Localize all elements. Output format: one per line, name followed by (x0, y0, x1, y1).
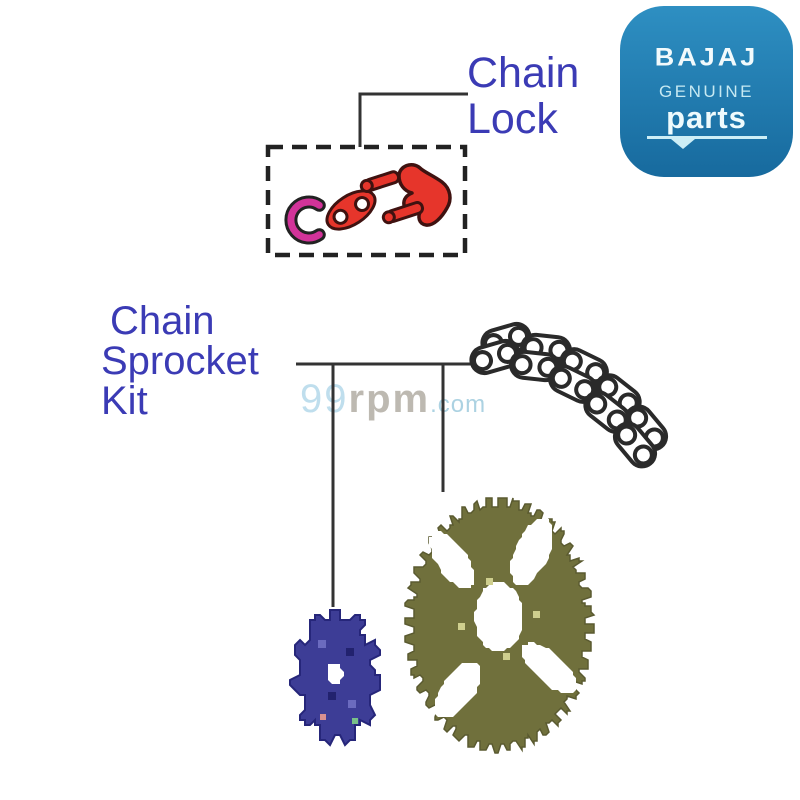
sprocket-cutout (522, 642, 576, 693)
front-sprocket-icon (289, 609, 381, 747)
chain-lock-parts (284, 163, 452, 245)
logo-genuine-text: GENUINE (659, 82, 754, 101)
chain-link (469, 338, 521, 376)
chain-lock-label-line1: Chain (467, 49, 580, 97)
sprocket-cutout (435, 663, 480, 717)
chain-link (480, 321, 532, 359)
sprocket-cutout (510, 519, 552, 585)
chain-link (612, 421, 658, 469)
bolt-hole (486, 578, 493, 585)
bajaj-genuine-parts-logo: BAJAJ GENUINE parts (620, 6, 793, 177)
master-link-pin (381, 201, 425, 225)
bolt-hole (458, 623, 465, 630)
kit-label-line2: Sprocket (101, 339, 259, 383)
chain-link (509, 349, 561, 383)
chain-link (520, 332, 572, 366)
logo-parts-text: parts (666, 100, 747, 135)
master-link-icon (397, 163, 452, 227)
chain-link (583, 390, 631, 434)
kit-label-line3: Kit (101, 379, 148, 423)
bolt-hole (533, 611, 540, 618)
chain-lock-connector-line (358, 92, 468, 147)
logo-underline (646, 136, 767, 149)
chain-lock-label-line2: Lock (467, 95, 558, 143)
logo-brand-text: BAJAJ (654, 43, 759, 71)
sprocket-center-hole (474, 582, 522, 651)
callout-lines (296, 92, 483, 607)
down-arrow-icon (670, 139, 695, 149)
drive-chain-icon (469, 321, 669, 469)
watermark-99: 99 (300, 377, 349, 421)
watermark: 99rpm.com (300, 377, 486, 422)
chain-link (559, 347, 609, 387)
watermark-com: .com (430, 391, 487, 418)
chain-link (548, 364, 598, 404)
bolt-hole (503, 653, 510, 660)
master-link-pin (359, 170, 401, 193)
sprocket-center-hole (328, 664, 344, 684)
chain-lock-label: Chain Lock (467, 50, 579, 142)
chain-lock-dashed-box (265, 144, 468, 258)
chain-sprocket-kit-label: Chain Sprocket Kit (101, 301, 259, 421)
watermark-rpm: rpm (348, 377, 431, 421)
chain-link (594, 373, 642, 417)
side-plate-icon (325, 189, 377, 231)
rear-sprocket-icon (404, 497, 596, 754)
chain-link (623, 404, 669, 452)
kit-label-line1: Chain (110, 299, 215, 343)
sprocket-cutout (429, 531, 474, 588)
circlip-icon (284, 195, 326, 245)
